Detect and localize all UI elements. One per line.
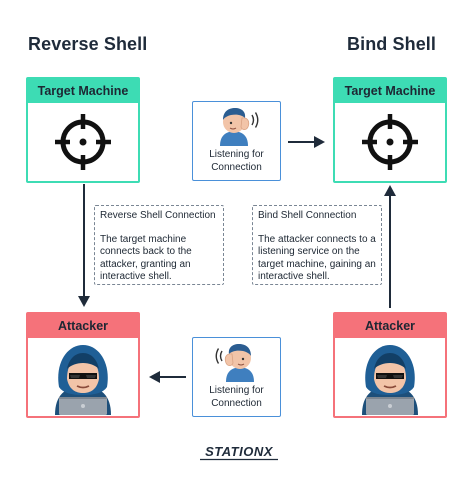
crosshair-icon — [55, 114, 111, 170]
target-machine-label: Target Machine — [335, 79, 445, 103]
bind-attacker-card: Attacker — [333, 312, 447, 418]
arrow-listener-to-bind-target — [288, 136, 325, 148]
listening-label-line1: Listening for — [209, 385, 264, 396]
attacker-label: Attacker — [28, 314, 138, 338]
bind-target-machine-card: Target Machine — [333, 77, 447, 183]
listening-label-line1: Listening for — [209, 149, 264, 160]
logo-text: STATIONX — [205, 444, 274, 459]
reverse-note-text: The target machine connects back to the … — [100, 233, 192, 283]
person-listening-icon — [219, 108, 258, 146]
listening-for-connection-box: Listening for Connection — [192, 101, 281, 181]
arrow-attacker-to-target — [384, 185, 396, 308]
target-machine-label: Target Machine — [28, 79, 138, 103]
reverse-shell-note: Reverse Shell Connection The target mach… — [94, 205, 224, 285]
reverse-note-title: Reverse Shell Connection — [100, 210, 216, 221]
arrow-listener-to-attacker — [149, 371, 186, 383]
hooded-hacker-icon — [362, 345, 418, 415]
attacker-label: Attacker — [335, 314, 445, 338]
crosshair-icon — [362, 114, 418, 170]
person-listening-icon — [215, 344, 254, 382]
stationx-logo: STATIONX — [198, 444, 280, 461]
listening-label-line2: Connection — [211, 398, 262, 409]
reverse-target-machine-card: Target Machine — [26, 77, 140, 183]
bind-note-title: Bind Shell Connection — [258, 210, 357, 221]
bind-shell-note: Bind Shell Connection The attacker conne… — [252, 205, 382, 285]
bind-note-text: The attacker connects to a listening ser… — [258, 233, 376, 283]
listening-label-line2: Connection — [211, 162, 262, 173]
reverse-attacker-card: Attacker — [26, 312, 140, 418]
arrow-target-to-attacker — [78, 184, 90, 307]
listening-for-connection-box: Listening for Connection — [192, 337, 281, 417]
hooded-hacker-icon — [55, 345, 111, 415]
bind-shell-title: Bind Shell — [347, 34, 437, 54]
reverse-shell-title: Reverse Shell — [28, 34, 148, 54]
